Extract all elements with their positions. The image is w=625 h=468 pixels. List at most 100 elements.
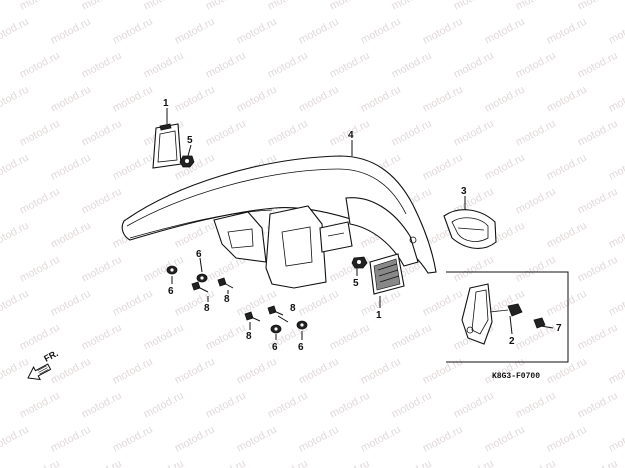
watermark-text: motod.ru xyxy=(328,254,372,285)
watermark-text: motod.ru xyxy=(235,424,279,455)
watermark-text: motod.ru xyxy=(545,288,589,319)
watermark-text: motod.ru xyxy=(49,16,93,47)
watermark-text: motod.ru xyxy=(0,152,31,183)
grommet-6-a xyxy=(166,265,178,275)
watermark-text: motod.ru xyxy=(545,356,589,387)
watermark-text: motod.ru xyxy=(452,390,496,421)
watermark-text: motod.ru xyxy=(514,186,558,217)
watermark-text: motod.ru xyxy=(0,424,31,455)
watermark-text: motod.ru xyxy=(235,288,279,319)
watermark-text: motod.ru xyxy=(204,118,248,149)
watermark-text: motod.ru xyxy=(483,16,527,47)
watermark-text: motod.ru xyxy=(576,118,620,149)
watermark-text: motod.ru xyxy=(328,50,372,81)
callout-grommet-6-a: 6 xyxy=(196,249,202,260)
callout-bolt-8-d: 8 xyxy=(290,303,296,314)
callout-labels: 1 5 4 3 5 1 2 7 6 6 8 8 8 8 6 6 xyxy=(163,98,562,353)
watermark-text: motod.ru xyxy=(359,16,403,47)
leader-lines xyxy=(166,108,554,340)
watermark-text: motod.ru xyxy=(204,458,248,468)
watermark-text: motod.ru xyxy=(607,288,625,319)
watermark-text: motod.ru xyxy=(514,254,558,285)
nut-5-upper xyxy=(179,155,195,168)
watermark-text: motod.ru xyxy=(297,288,341,319)
diagram-code: K8G3-F0700 xyxy=(492,372,540,381)
watermark-text: motod.ru xyxy=(0,288,31,319)
watermark-text: motod.ru xyxy=(576,458,620,468)
detail-inset xyxy=(446,271,569,363)
watermark-text: motod.ru xyxy=(359,424,403,455)
watermark-text: motod.ru xyxy=(452,458,496,468)
watermark-text: motod.ru xyxy=(80,0,124,13)
callout-grommet-6-b: 6 xyxy=(168,286,174,297)
watermark-text: motod.ru xyxy=(483,84,527,115)
bolt-8-d xyxy=(267,305,284,316)
watermark-text: motod.ru xyxy=(18,458,62,468)
front-fender xyxy=(121,155,437,289)
watermark-text: motod.ru xyxy=(421,16,465,47)
callout-bolt-8-c: 8 xyxy=(246,331,252,342)
watermark-text: motod.ru xyxy=(452,0,496,13)
watermark-text: motod.ru xyxy=(421,288,465,319)
watermark-text: motod.ru xyxy=(328,390,372,421)
watermark-text: motod.ru xyxy=(359,84,403,115)
watermark-text: motod.ru xyxy=(421,84,465,115)
watermark-text: motod.ru xyxy=(49,84,93,115)
watermark-text: motod.ru xyxy=(49,288,93,319)
watermark-text: motod.ru xyxy=(390,0,434,13)
watermark-text: motod.ru xyxy=(483,152,527,183)
watermark-text: motod.ru xyxy=(111,16,155,47)
watermark-text: motod.ru xyxy=(111,356,155,387)
callout-bracket: 3 xyxy=(461,186,467,197)
watermark-text: motod.ru xyxy=(545,220,589,251)
watermark-text: motod.ru xyxy=(80,186,124,217)
watermark-text: motod.ru xyxy=(390,50,434,81)
watermark-text: motod.ru xyxy=(0,220,31,251)
reflector-upper xyxy=(152,123,182,169)
watermark-text: motod.ru xyxy=(266,458,310,468)
watermark-text: motod.ru xyxy=(111,288,155,319)
watermark-text: motod.ru xyxy=(359,356,403,387)
watermark-text: motod.ru xyxy=(235,16,279,47)
callout-reflector-lower: 1 xyxy=(376,310,382,321)
watermark-text: motod.ru xyxy=(514,118,558,149)
watermark-text: motod.ru xyxy=(142,458,186,468)
direction-label: FR. xyxy=(42,348,59,364)
watermark-text: motod.ru xyxy=(576,322,620,353)
reflector-lower xyxy=(369,253,405,295)
watermark-text: motod.ru xyxy=(49,152,93,183)
bracket-3 xyxy=(443,209,497,249)
watermark-text: motod.ru xyxy=(18,390,62,421)
watermark-text: motod.ru xyxy=(173,84,217,115)
callout-bolt-8-a: 8 xyxy=(204,303,210,314)
watermark-text: motod.ru xyxy=(111,84,155,115)
watermark-text: motod.ru xyxy=(235,84,279,115)
watermark-text: motod.ru xyxy=(545,152,589,183)
watermark-text: motod.ru xyxy=(111,424,155,455)
watermark-text: motod.ru xyxy=(390,322,434,353)
watermark-text: motod.ru xyxy=(297,84,341,115)
watermark-text: motod.ru xyxy=(173,424,217,455)
watermark-text: motod.ru xyxy=(173,288,217,319)
watermark-text: motod.ru xyxy=(545,84,589,115)
callout-grommet-6-d: 6 xyxy=(298,342,304,353)
watermark-text: motod.ru xyxy=(390,118,434,149)
watermark-text: motod.ru xyxy=(235,356,279,387)
watermark-text: motod.ru xyxy=(204,50,248,81)
watermark-text: motod.ru xyxy=(266,118,310,149)
bolt-8-b xyxy=(217,277,234,289)
watermark-text: motod.ru xyxy=(576,254,620,285)
watermark-text: motod.ru xyxy=(576,0,620,13)
grommet-6-c xyxy=(270,324,282,334)
watermark-text: motod.ru xyxy=(111,152,155,183)
watermark-text: motod.ru xyxy=(18,50,62,81)
watermark-text: motod.ru xyxy=(142,50,186,81)
watermark-text: motod.ru xyxy=(18,186,62,217)
watermark-text: motod.ru xyxy=(421,152,465,183)
watermark-text: motod.ru xyxy=(80,118,124,149)
watermark-text: motod.ru xyxy=(142,322,186,353)
watermark-text: motod.ru xyxy=(297,16,341,47)
watermark-text: motod.ru xyxy=(297,356,341,387)
